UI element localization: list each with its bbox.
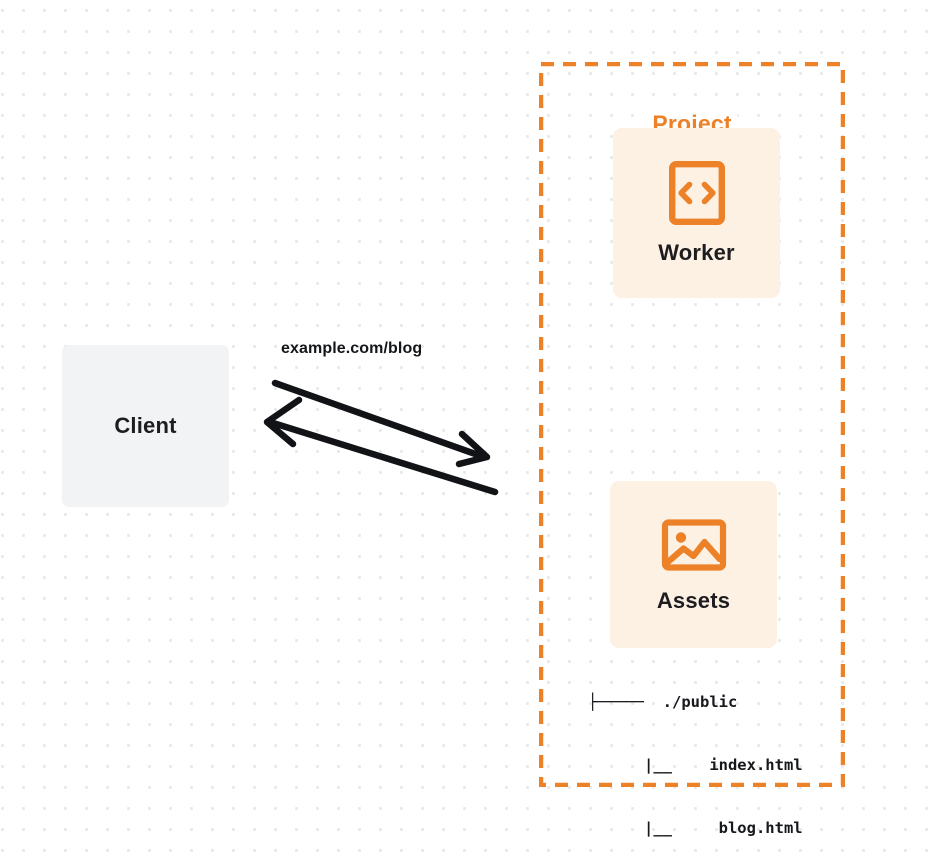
worker-label: Worker (658, 240, 735, 265)
assets-label: Assets (656, 587, 731, 613)
client-node[interactable]: Client (62, 345, 229, 507)
arrow-response-left (263, 396, 499, 496)
file-tree-row: ├───── ./public (588, 693, 738, 711)
arrow-request-right (271, 379, 491, 468)
assets-file-tree: ├───── ./public |__ index.html |__ blog.… (588, 650, 803, 860)
assets-node[interactable]: Assets (610, 481, 777, 648)
connection-url-label: example.com/blog (281, 340, 423, 357)
project-dashed-border (539, 62, 845, 787)
worker-node[interactable]: Worker (613, 128, 780, 298)
file-tree-row: |__ index.html (588, 756, 803, 774)
client-label: Client (114, 413, 177, 438)
code-brackets-icon (668, 160, 725, 225)
image-picture-icon (661, 518, 726, 571)
file-tree-row: |__ blog.html (588, 819, 803, 837)
